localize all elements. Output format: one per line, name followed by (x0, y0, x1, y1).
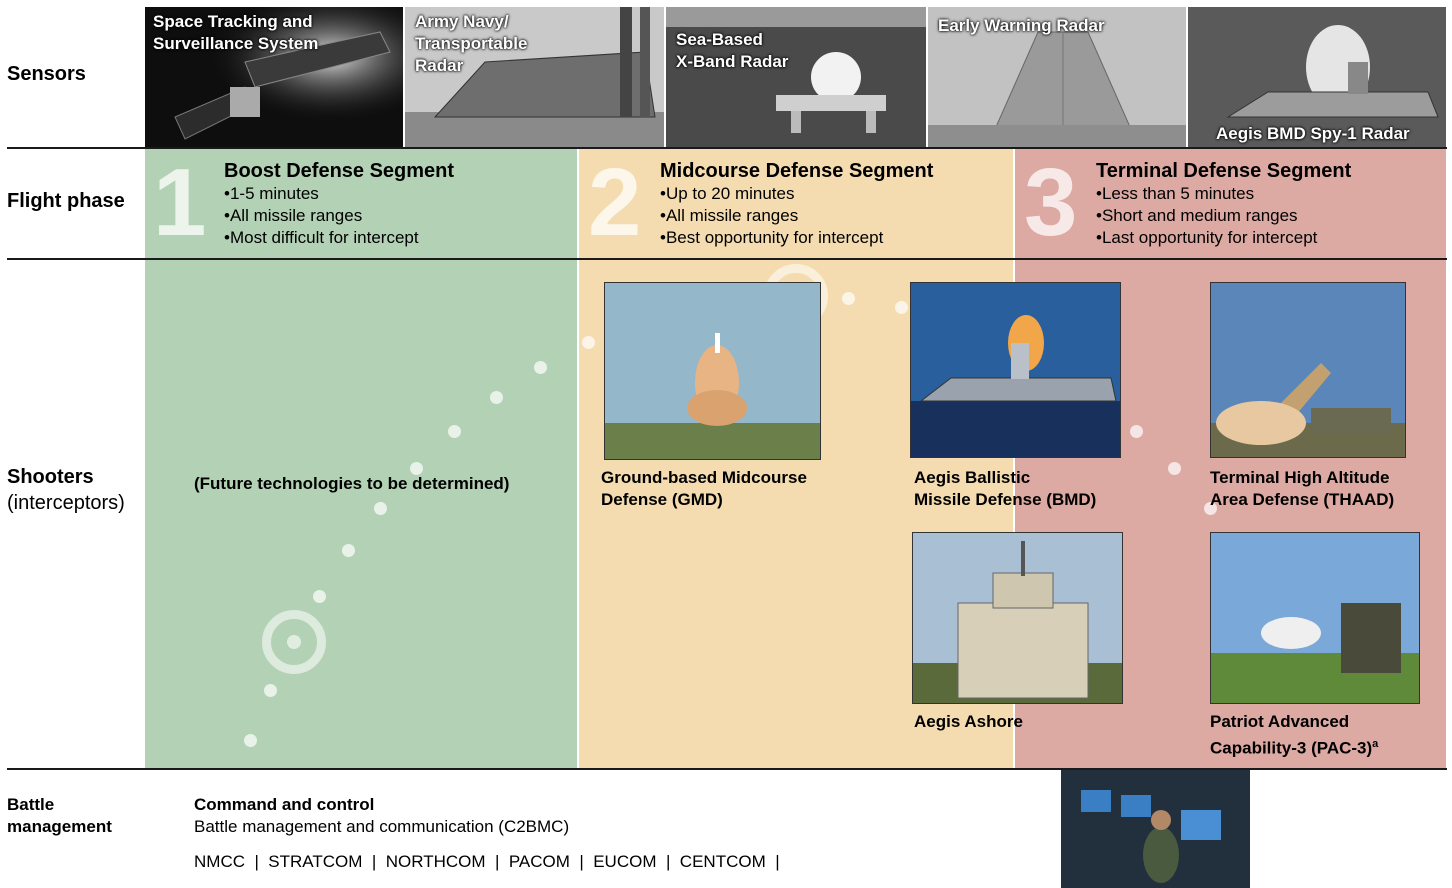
divider-shooters (7, 768, 1447, 770)
list-item: Last opportunity for intercept (1096, 227, 1317, 249)
sensors-row-label: Sensors (7, 63, 86, 85)
sensor-caption-stss: Space Tracking and Surveillance System (153, 12, 319, 53)
trajectory-dot (1168, 462, 1181, 475)
boost-segment-title: Boost Defense Segment (224, 160, 455, 182)
future-technologies-label: (Future technologies to be determined) (194, 474, 510, 493)
pac3-caption-line2: Capability-3 (PAC-3) (1210, 738, 1373, 758)
sensor-photo-stss: Space Tracking and Surveillance System (145, 7, 403, 147)
trajectory-dot (1130, 425, 1143, 438)
aegis-bmd-ship-image (911, 283, 1120, 457)
pac3-photo (1210, 532, 1420, 704)
gmd-caption: Ground-based Midcourse Defense (GMD) (601, 468, 807, 509)
list-item: All missile ranges (224, 205, 419, 227)
trajectory-dot (490, 391, 503, 404)
aegis-bmd-caption: Aegis Ballistic Missile Defense (BMD) (914, 468, 1097, 509)
radar-truck-image (405, 7, 664, 147)
battle-label-line2: management (7, 817, 112, 836)
battle-label-line1: Battle (7, 795, 55, 814)
list-item: Best opportunity for intercept (660, 227, 883, 249)
aegis-ashore-photo (912, 532, 1123, 704)
trajectory-dot (374, 502, 387, 515)
sensor-photo-sbx: Sea-Based X-Band Radar (666, 7, 926, 147)
thaad-photo (1210, 282, 1406, 458)
sea-radar-image (666, 7, 926, 147)
pac3-footnote-marker: a (1372, 738, 1379, 750)
trajectory-dot (313, 590, 326, 603)
battle-management-row-label: Battle management (7, 794, 112, 838)
shooters-subtitle: (interceptors) (7, 492, 125, 514)
trajectory-dot (842, 292, 855, 305)
combatant-commands-list: NMCC | STRATCOM | NORTHCOM | PACOM | EUC… (194, 852, 780, 871)
command-and-control-heading: Command and control (194, 795, 375, 814)
segment-number-2: 2 (588, 149, 642, 256)
list-item: Short and medium ranges (1096, 205, 1317, 227)
shooters-title: Shooters (7, 466, 94, 488)
flight-phase-row-label: Flight phase (7, 190, 125, 212)
gmd-photo (604, 282, 821, 460)
divider-sensors (7, 147, 1447, 149)
control-room-image (1061, 770, 1250, 888)
sensor-photo-spy1: Aegis BMD Spy-1 Radar (1188, 7, 1446, 147)
boost-segment-column (145, 148, 577, 769)
list-item: Up to 20 minutes (660, 183, 883, 205)
sensor-caption-spy1: Aegis BMD Spy-1 Radar (1216, 124, 1410, 143)
control-room-photo (1061, 770, 1250, 888)
sensor-photo-tpy2: Army Navy/ Transportable Radar (405, 7, 664, 147)
trajectory-dot (244, 734, 257, 747)
trajectory-dot (410, 462, 423, 475)
gmd-launch-image (605, 283, 820, 459)
sensor-caption-sbx: Sea-Based X-Band Radar (676, 30, 789, 71)
satellite-image (145, 7, 403, 147)
divider-flight-phase (7, 258, 1447, 260)
boost-segment-list: 1-5 minutes All missile ranges Most diff… (224, 183, 419, 249)
aegis-ashore-caption: Aegis Ashore (914, 712, 1023, 731)
list-item: Most difficult for intercept (224, 227, 419, 249)
aegis-ashore-building-image (913, 533, 1122, 703)
midcourse-segment-title: Midcourse Defense Segment (660, 160, 934, 182)
trajectory-dot (895, 301, 908, 314)
patriot-launch-image (1211, 533, 1419, 703)
early-warning-radar-image (928, 7, 1186, 147)
thaad-caption: Terminal High Altitude Area Defense (THA… (1210, 468, 1395, 509)
trajectory-dot (342, 544, 355, 557)
midcourse-segment-list: Up to 20 minutes All missile ranges Best… (660, 183, 883, 249)
trajectory-dot (1204, 502, 1217, 515)
terminal-segment-list: Less than 5 minutes Short and medium ran… (1096, 183, 1317, 249)
sensor-caption-tpy2: Army Navy/ Transportable Radar (415, 12, 528, 75)
list-item: Less than 5 minutes (1096, 183, 1317, 205)
trajectory-dot (582, 336, 595, 349)
list-item: 1-5 minutes (224, 183, 419, 205)
segment-number-3: 3 (1024, 149, 1078, 256)
thaad-launcher-image (1211, 283, 1405, 457)
shooters-row-label: Shooters (interceptors) (7, 464, 125, 516)
terminal-segment-title: Terminal Defense Segment (1096, 160, 1352, 182)
sensor-photo-ewr: Early Warning Radar (928, 7, 1186, 147)
aegis-ship-image (1188, 7, 1446, 147)
segment-number-1: 1 (153, 149, 207, 256)
trajectory-dot (264, 684, 277, 697)
c2bmc-subheading: Battle management and communication (C2B… (194, 817, 570, 836)
trajectory-dot (448, 425, 461, 438)
aegis-bmd-photo (910, 282, 1121, 458)
launch-target-ring-icon (262, 610, 326, 674)
trajectory-dot (534, 361, 547, 374)
pac3-caption-line1: Patriot Advanced (1210, 712, 1350, 731)
list-item: All missile ranges (660, 205, 883, 227)
sensor-caption-ewr: Early Warning Radar (938, 16, 1105, 35)
